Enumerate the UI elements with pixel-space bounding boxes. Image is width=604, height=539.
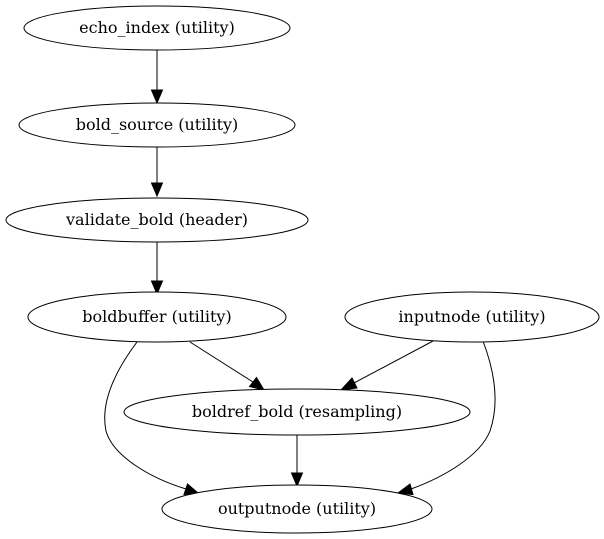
node-label: inputnode (utility) — [398, 307, 545, 326]
edges — [104, 49, 496, 496]
edge-echo_index-to-bold_source — [150, 49, 164, 105]
edge-boldbuffer-to-boldref_bold — [189, 341, 266, 391]
node-label: echo_index (utility) — [79, 18, 235, 37]
node-label: bold_source (utility) — [76, 115, 239, 134]
node-echo_index[interactable]: echo_index (utility) — [23, 5, 291, 51]
node-label: boldbuffer (utility) — [82, 307, 231, 326]
node-validate_bold[interactable]: validate_bold (header) — [5, 197, 309, 243]
node-label: boldref_bold (resampling) — [192, 402, 402, 421]
node-label: outputnode (utility) — [218, 499, 376, 518]
edge-bold_source-to-validate_bold — [150, 147, 164, 198]
node-bold_source[interactable]: bold_source (utility) — [18, 102, 296, 148]
node-inputnode[interactable]: inputnode (utility) — [344, 291, 600, 343]
node-boldref_bold[interactable]: boldref_bold (resampling) — [123, 388, 471, 436]
node-label: validate_bold (header) — [65, 210, 248, 229]
edge-boldref_bold-to-outputnode — [290, 435, 304, 488]
edge-inputnode-to-boldref_bold — [339, 340, 434, 391]
nodes: echo_index (utility) bold_source (utilit… — [5, 5, 600, 534]
node-boldbuffer[interactable]: boldbuffer (utility) — [27, 291, 287, 343]
node-outputnode[interactable]: outputnode (utility) — [161, 484, 433, 534]
edge-validate_bold-to-boldbuffer — [150, 241, 164, 296]
edge-inputnode-to-outputnode — [396, 340, 496, 496]
